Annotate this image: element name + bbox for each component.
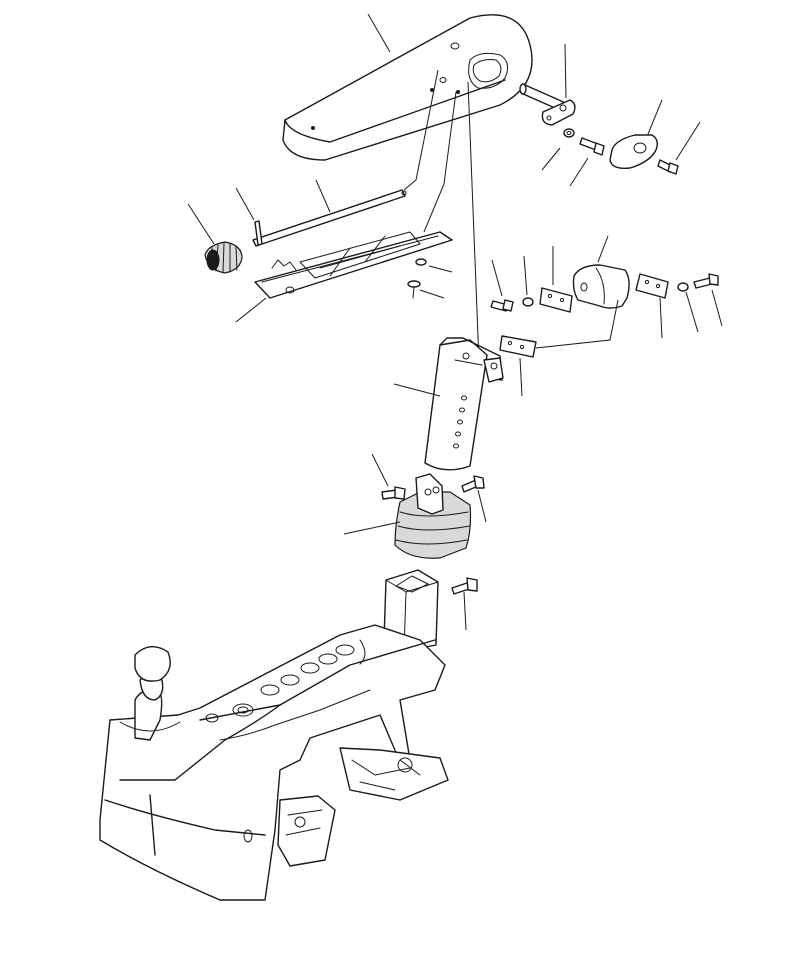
leader-lines bbox=[187, 13, 723, 631]
lock-plate-lower bbox=[499, 335, 537, 358]
screw-cap bbox=[657, 159, 679, 175]
bolt-left-boot bbox=[381, 486, 406, 500]
rivet-bracket bbox=[407, 280, 421, 299]
bellows-boot bbox=[394, 473, 472, 559]
lock-block bbox=[572, 264, 630, 309]
lock-bolt-left bbox=[490, 299, 514, 312]
lock-plate-left bbox=[539, 287, 573, 313]
washer-small bbox=[563, 128, 575, 138]
bolt-right-boot bbox=[461, 475, 485, 493]
adjust-knob bbox=[204, 241, 243, 274]
washer-bracket bbox=[415, 258, 427, 266]
hinge-plate bbox=[541, 99, 576, 126]
lock-washer-right bbox=[677, 282, 689, 292]
cover-cap bbox=[609, 134, 659, 170]
lock-assembly-leader bbox=[535, 299, 619, 349]
lock-bolt-right bbox=[693, 273, 719, 289]
socket-bolt bbox=[451, 577, 478, 595]
bolt-upper-right bbox=[579, 137, 605, 156]
control-console bbox=[99, 624, 449, 901]
lock-plate-right bbox=[635, 273, 669, 299]
spring-pin bbox=[254, 220, 263, 246]
lock-washer-left bbox=[522, 297, 534, 307]
arm-post bbox=[424, 337, 504, 471]
reference-line bbox=[467, 81, 480, 363]
armrest bbox=[282, 14, 533, 161]
adjust-rod bbox=[252, 189, 407, 247]
slide-bracket bbox=[254, 231, 453, 299]
